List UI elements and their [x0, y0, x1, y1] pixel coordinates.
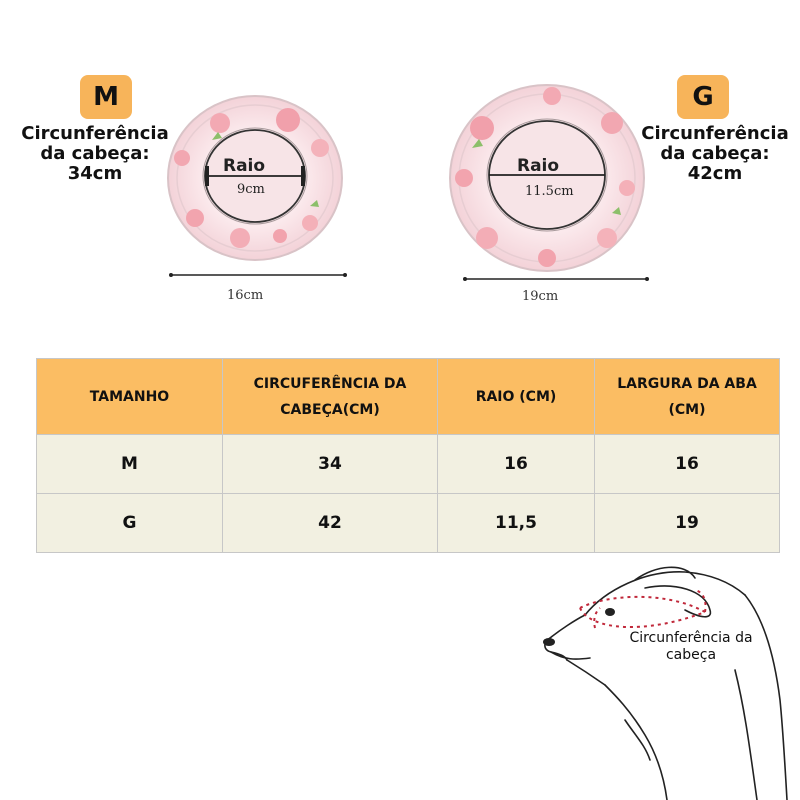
- table-cell: 42: [222, 493, 438, 553]
- raio-label: Raio: [517, 156, 560, 176]
- table-cell: 19: [594, 493, 780, 553]
- caption-line: da cabeça:: [40, 143, 150, 164]
- raio-label: Raio: [223, 156, 266, 176]
- hat-g-image: [449, 84, 645, 272]
- caption-line: 42cm: [687, 163, 743, 184]
- dog-head-illustration: [543, 566, 788, 800]
- table-cell: 34: [222, 434, 438, 494]
- size-table: TAMANHO CIRCUFERÊNCIA DA CABEÇA(CM) RAIO…: [36, 358, 780, 553]
- table-cell: 11,5: [437, 493, 595, 553]
- size-g-caption: Circunferência da cabeça: 42cm: [630, 124, 800, 184]
- caption-line: Circunferência: [641, 123, 789, 144]
- caption-line: 34cm: [67, 163, 123, 184]
- table-header-row: TAMANHO CIRCUFERÊNCIA DA CABEÇA(CM) RAIO…: [36, 358, 780, 435]
- table-row: M 34 16 16: [36, 434, 780, 494]
- header-radius: RAIO (CM): [437, 358, 595, 435]
- width-dimension-line: [169, 273, 347, 277]
- table-cell: G: [36, 493, 223, 553]
- size-badge-g: G: [677, 75, 729, 119]
- header-brim-width: LARGURA DA ABA (CM): [594, 358, 780, 435]
- width-label: 19cm: [522, 289, 559, 304]
- header-size: TAMANHO: [36, 358, 223, 435]
- size-badge-m: M: [80, 75, 132, 119]
- raio-value: 11.5cm: [525, 184, 574, 199]
- hat-m-image: [167, 95, 343, 261]
- header-head-circumference: CIRCUFERÊNCIA DA CABEÇA(CM): [222, 358, 438, 435]
- raio-value: 9cm: [237, 182, 265, 197]
- dog-caption: Circunferência da cabeça: [629, 630, 753, 663]
- table-row: G 42 11,5 19: [36, 493, 780, 553]
- size-m-caption: Circunferência da cabeça: 34cm: [10, 124, 180, 184]
- table-cell: M: [36, 434, 223, 494]
- table-cell: 16: [594, 434, 780, 494]
- caption-line: da cabeça:: [660, 143, 770, 164]
- caption-line: Circunferência: [21, 123, 169, 144]
- width-dimension-line: [463, 277, 649, 281]
- table-cell: 16: [437, 434, 595, 494]
- width-label: 16cm: [227, 288, 264, 303]
